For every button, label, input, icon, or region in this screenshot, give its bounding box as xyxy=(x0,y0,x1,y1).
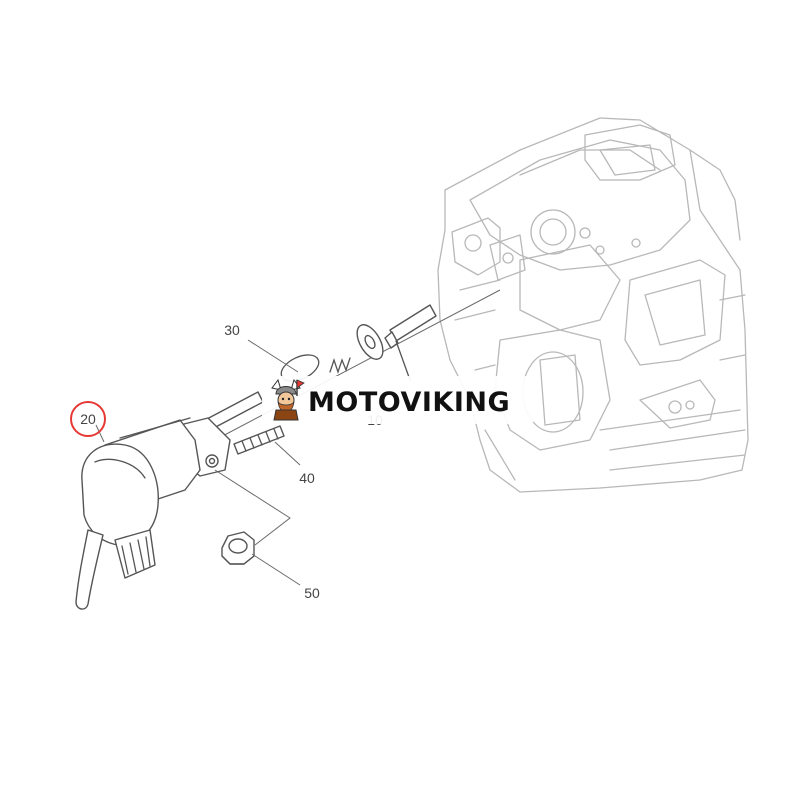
callout-40: 40 xyxy=(299,470,315,486)
leader-50 xyxy=(251,553,301,586)
leader-part-50-bracket xyxy=(214,469,291,546)
part-30-spring xyxy=(329,357,351,375)
watermark-text: MOTOVIKING xyxy=(308,387,510,418)
viking-mascot-icon xyxy=(271,378,305,421)
callout-20-highlight-circle xyxy=(70,401,106,437)
part-20-solenoid xyxy=(75,391,264,610)
part-10-shaft xyxy=(356,304,437,381)
callout-50: 50 xyxy=(304,585,320,601)
callout-20: 20 xyxy=(80,411,96,427)
leader-30 xyxy=(247,339,299,373)
leader-40 xyxy=(274,441,301,466)
leader-20 xyxy=(95,424,105,443)
part-50-nut xyxy=(221,531,255,565)
part-40-stud xyxy=(233,425,285,455)
callout-30: 30 xyxy=(224,322,240,338)
watermark-banner: MOTOVIKING xyxy=(262,376,536,424)
engine-block-outline xyxy=(437,117,749,493)
